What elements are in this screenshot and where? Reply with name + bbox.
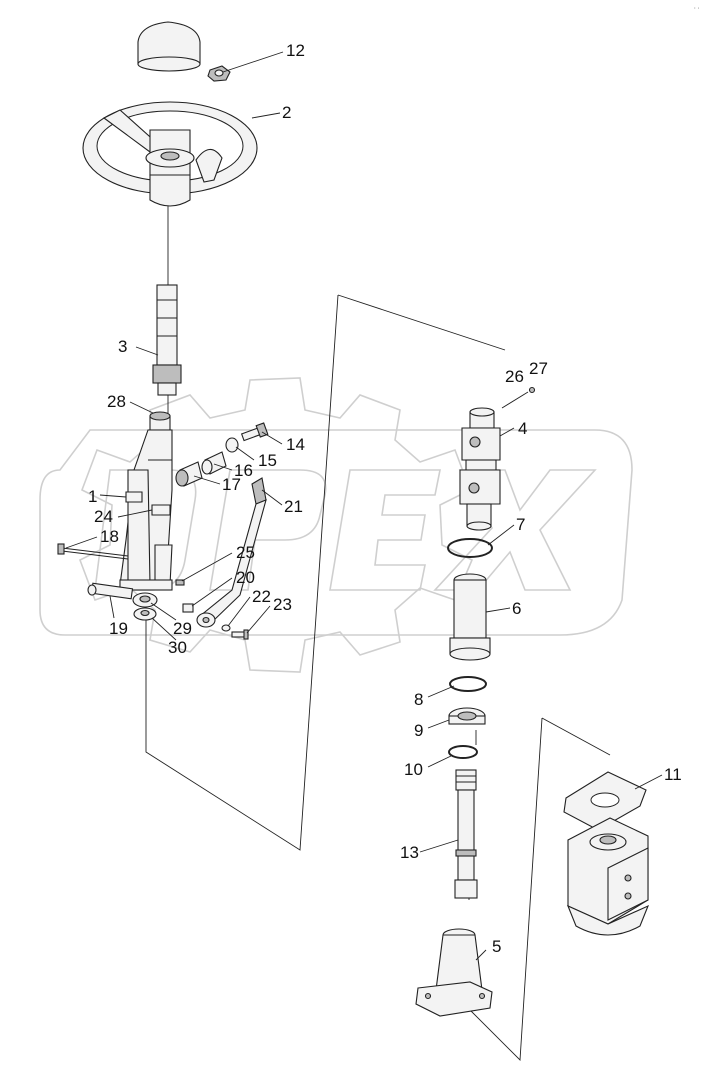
screw-25 bbox=[175, 579, 185, 586]
callout-29: 29 bbox=[173, 619, 192, 638]
retaining-ring-7 bbox=[447, 538, 493, 558]
callout-3: 3 bbox=[118, 337, 127, 356]
callout-16: 16 bbox=[234, 461, 253, 480]
pin-26-27 bbox=[501, 386, 536, 409]
bolt-18 bbox=[57, 543, 129, 560]
nut-20 bbox=[182, 603, 194, 613]
callout-14: 14 bbox=[286, 435, 305, 454]
callout-22: 22 bbox=[252, 587, 271, 606]
sleeve-6 bbox=[449, 573, 491, 661]
callout-11: 11 bbox=[664, 765, 682, 784]
callout-9: 9 bbox=[414, 721, 423, 740]
callout-15: 15 bbox=[258, 451, 277, 470]
bushing-16 bbox=[201, 451, 227, 475]
steering-wheel bbox=[82, 101, 258, 207]
bearing-9 bbox=[448, 707, 486, 725]
callout-12: 12 bbox=[286, 41, 305, 60]
wheel-cap bbox=[137, 21, 201, 72]
callout-2: 2 bbox=[282, 103, 291, 122]
steering-shaft bbox=[152, 284, 182, 396]
leader-lines bbox=[65, 51, 663, 961]
steering-unit bbox=[566, 817, 650, 936]
assembly-guide-lines bbox=[145, 200, 611, 1062]
callout-labels: 12 2 3 28 1 24 18 19 29 30 14 15 16 17 2… bbox=[88, 5, 700, 956]
callout-6: 6 bbox=[512, 599, 521, 618]
washer-22 bbox=[221, 624, 231, 632]
callout-26: 26 bbox=[505, 367, 524, 386]
callout-7: 7 bbox=[516, 515, 525, 534]
column-bracket bbox=[119, 429, 173, 591]
corner-code: ·· bbox=[693, 5, 700, 12]
callout-24: 24 bbox=[94, 507, 113, 526]
callout-20: 20 bbox=[236, 568, 255, 587]
pin-19 bbox=[87, 582, 134, 600]
bushing-17 bbox=[175, 461, 203, 487]
callout-4: 4 bbox=[518, 419, 527, 438]
bolt-14 bbox=[240, 422, 269, 442]
bushing-28 bbox=[149, 411, 171, 431]
gasket-11 bbox=[563, 771, 647, 831]
callout-17: 17 bbox=[222, 475, 241, 494]
callout-8: 8 bbox=[414, 690, 423, 709]
callout-1: 1 bbox=[88, 487, 97, 506]
screw-23 bbox=[231, 629, 249, 640]
snap-ring-10 bbox=[448, 745, 478, 759]
universal-joint bbox=[459, 407, 501, 531]
callout-30: 30 bbox=[168, 638, 187, 657]
column-housing bbox=[415, 928, 493, 1017]
callout-21: 21 bbox=[284, 497, 303, 516]
wheel-nut bbox=[207, 65, 231, 82]
washer-15 bbox=[225, 437, 239, 453]
callout-18: 18 bbox=[100, 527, 119, 546]
callout-10: 10 bbox=[404, 760, 423, 779]
callout-27: 27 bbox=[529, 359, 548, 378]
washer-30 bbox=[133, 607, 157, 621]
callout-5: 5 bbox=[492, 937, 501, 956]
callout-23: 23 bbox=[273, 595, 292, 614]
callout-25: 25 bbox=[236, 543, 255, 562]
callout-13: 13 bbox=[400, 843, 419, 862]
callout-19: 19 bbox=[109, 619, 128, 638]
tilt-lever bbox=[196, 477, 267, 628]
lower-shaft bbox=[454, 769, 478, 899]
snap-ring-8 bbox=[449, 676, 487, 692]
callout-28: 28 bbox=[107, 392, 126, 411]
